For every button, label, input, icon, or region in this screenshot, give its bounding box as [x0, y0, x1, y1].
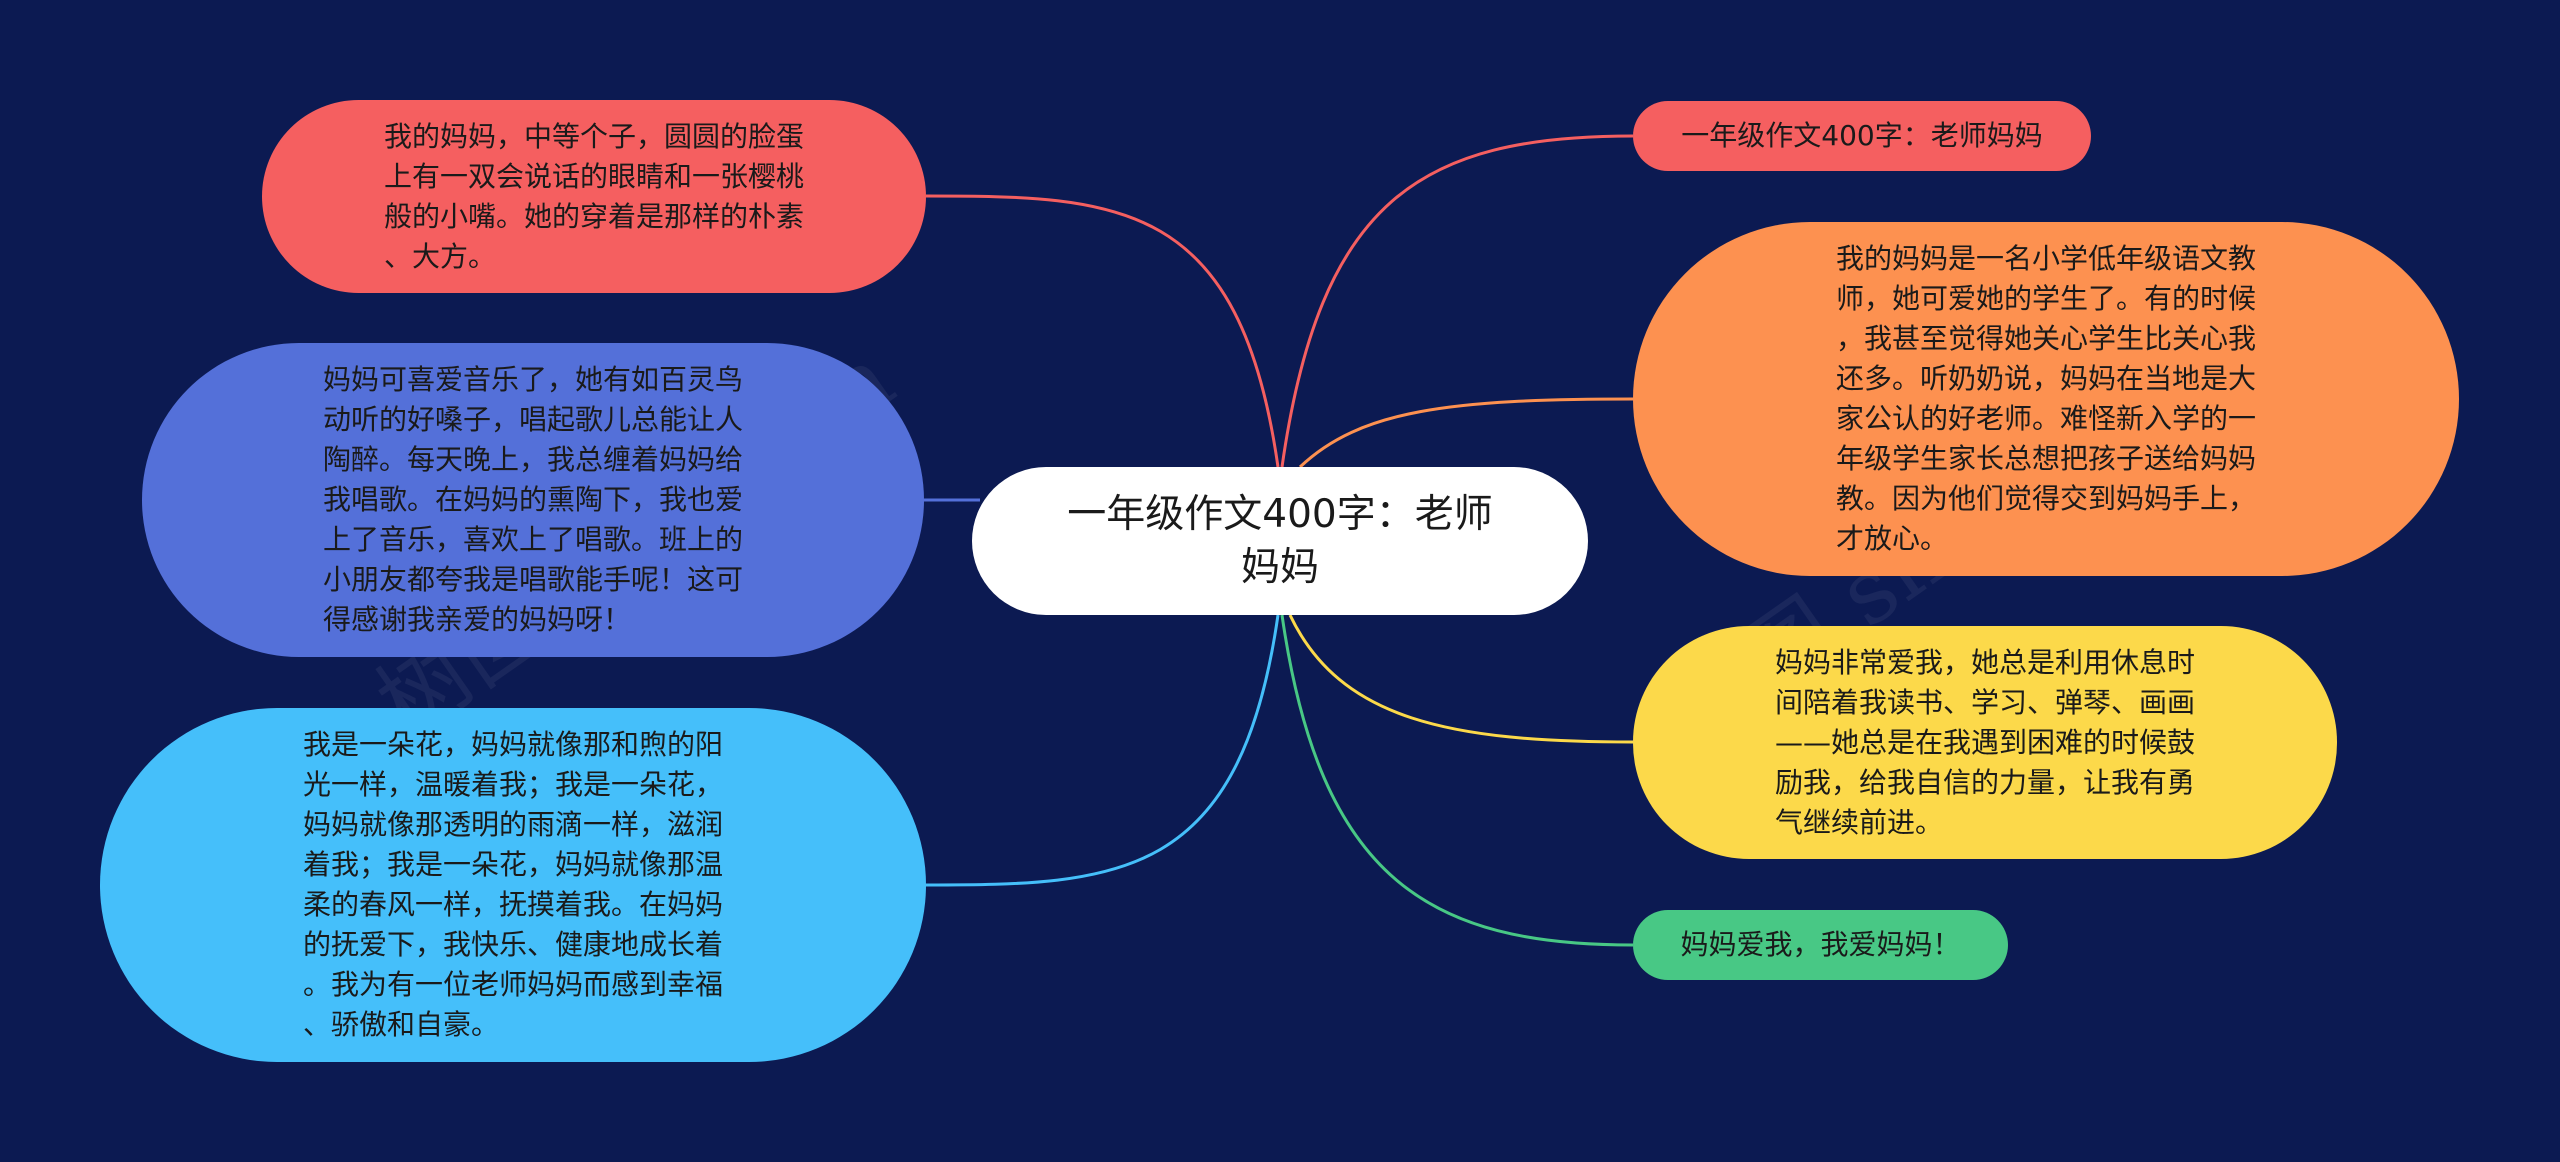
link-left-1 [925, 194, 1280, 468]
topic-node-music[interactable]: 妈妈可喜爱音乐了，她有如百灵鸟 动听的好嗓子，唱起歌儿总能让人 陶醉。每天晚上，… [142, 343, 924, 657]
topic-node-flower[interactable]: 我是一朵花，妈妈就像那和煦的阳 光一样，温暖着我；我是一朵花， 妈妈就像那透明的… [100, 708, 926, 1062]
link-right-4 [1280, 614, 1634, 947]
link-right-2 [1298, 397, 1634, 469]
link-right-1 [1280, 134, 1634, 468]
center-node-text: 一年级作文400字：老师 妈妈 [1067, 492, 1493, 590]
topic-text: 妈妈爱我，我爱妈妈！ [1680, 928, 1961, 961]
link-right-3 [1288, 614, 1634, 744]
topic-text: 妈妈非常爱我，她总是利用休息时 间陪着我读书、学习、弹琴、画画 ——她总是在我遇… [1774, 645, 2195, 839]
link-left-3 [925, 614, 1280, 887]
topic-text: 我的妈妈，中等个子，圆圆的脸蛋 上有一双会说话的眼睛和一张樱桃 般的小嘴。她的穿… [383, 119, 804, 273]
topic-node-appearance[interactable]: 我的妈妈，中等个子，圆圆的脸蛋 上有一双会说话的眼睛和一张樱桃 般的小嘴。她的穿… [262, 100, 926, 293]
center-node[interactable]: 一年级作文400字：老师 妈妈 [972, 467, 1588, 615]
topic-node-conclusion[interactable]: 妈妈爱我，我爱妈妈！ [1633, 910, 2008, 980]
topic-text: 一年级作文400字：老师妈妈 [1681, 119, 2043, 152]
topic-text: 妈妈可喜爱音乐了，她有如百灵鸟 动听的好嗓子，唱起歌儿总能让人 陶醉。每天晚上，… [322, 363, 743, 636]
topic-node-love[interactable]: 妈妈非常爱我，她总是利用休息时 间陪着我读书、学习、弹琴、画画 ——她总是在我遇… [1633, 626, 2337, 859]
topic-node-teacher[interactable]: 我的妈妈是一名小学低年级语文教 师，她可爱她的学生了。有的时候 ，我甚至觉得她关… [1633, 222, 2459, 576]
topic-node-title[interactable]: 一年级作文400字：老师妈妈 [1633, 101, 2091, 171]
topic-text: 我的妈妈是一名小学低年级语文教 师，她可爱她的学生了。有的时候 ，我甚至觉得她关… [1835, 242, 2256, 555]
topic-text: 我是一朵花，妈妈就像那和煦的阳 光一样，温暖着我；我是一朵花， 妈妈就像那透明的… [302, 728, 723, 1041]
